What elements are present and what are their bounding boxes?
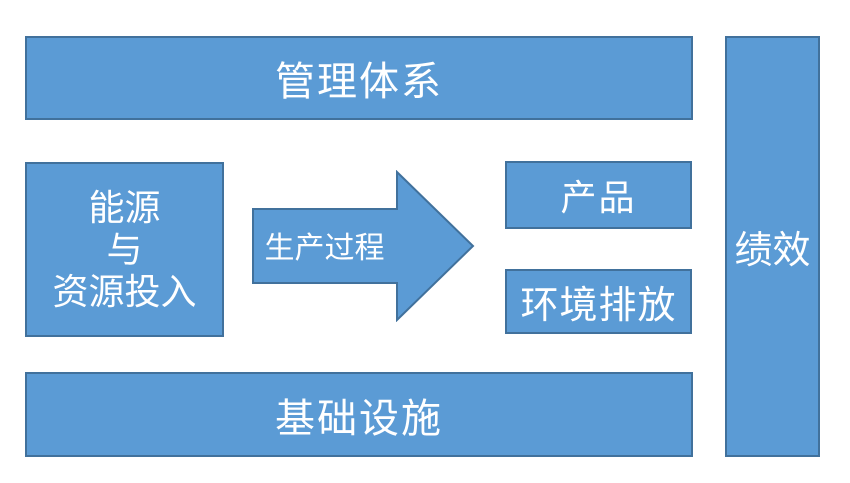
energy-resource-input-line1: 能源 bbox=[88, 187, 161, 228]
energy-resource-input-label: 能源 与 资源投入 bbox=[52, 187, 196, 313]
node-environmental-emission: 环境排放 bbox=[505, 269, 692, 334]
node-production-process: 生产过程 bbox=[252, 170, 475, 322]
node-infrastructure: 基础设施 bbox=[25, 372, 693, 457]
energy-resource-input-line3: 资源投入 bbox=[52, 271, 197, 312]
environmental-emission-label: 环境排放 bbox=[520, 285, 677, 327]
node-management-system: 管理体系 bbox=[25, 36, 693, 120]
energy-resource-input-line2: 与 bbox=[106, 229, 143, 270]
production-process-label: 生产过程 bbox=[264, 232, 385, 265]
node-energy-resource-input: 能源 与 资源投入 bbox=[25, 162, 224, 337]
performance-label: 绩效 bbox=[734, 230, 811, 272]
right-block-arrow-shape bbox=[252, 170, 475, 322]
product-label: 产品 bbox=[560, 178, 637, 218]
infrastructure-label: 基础设施 bbox=[275, 395, 443, 441]
management-system-label: 管理体系 bbox=[275, 59, 443, 104]
node-performance: 绩效 bbox=[725, 36, 820, 457]
node-product: 产品 bbox=[505, 161, 692, 229]
